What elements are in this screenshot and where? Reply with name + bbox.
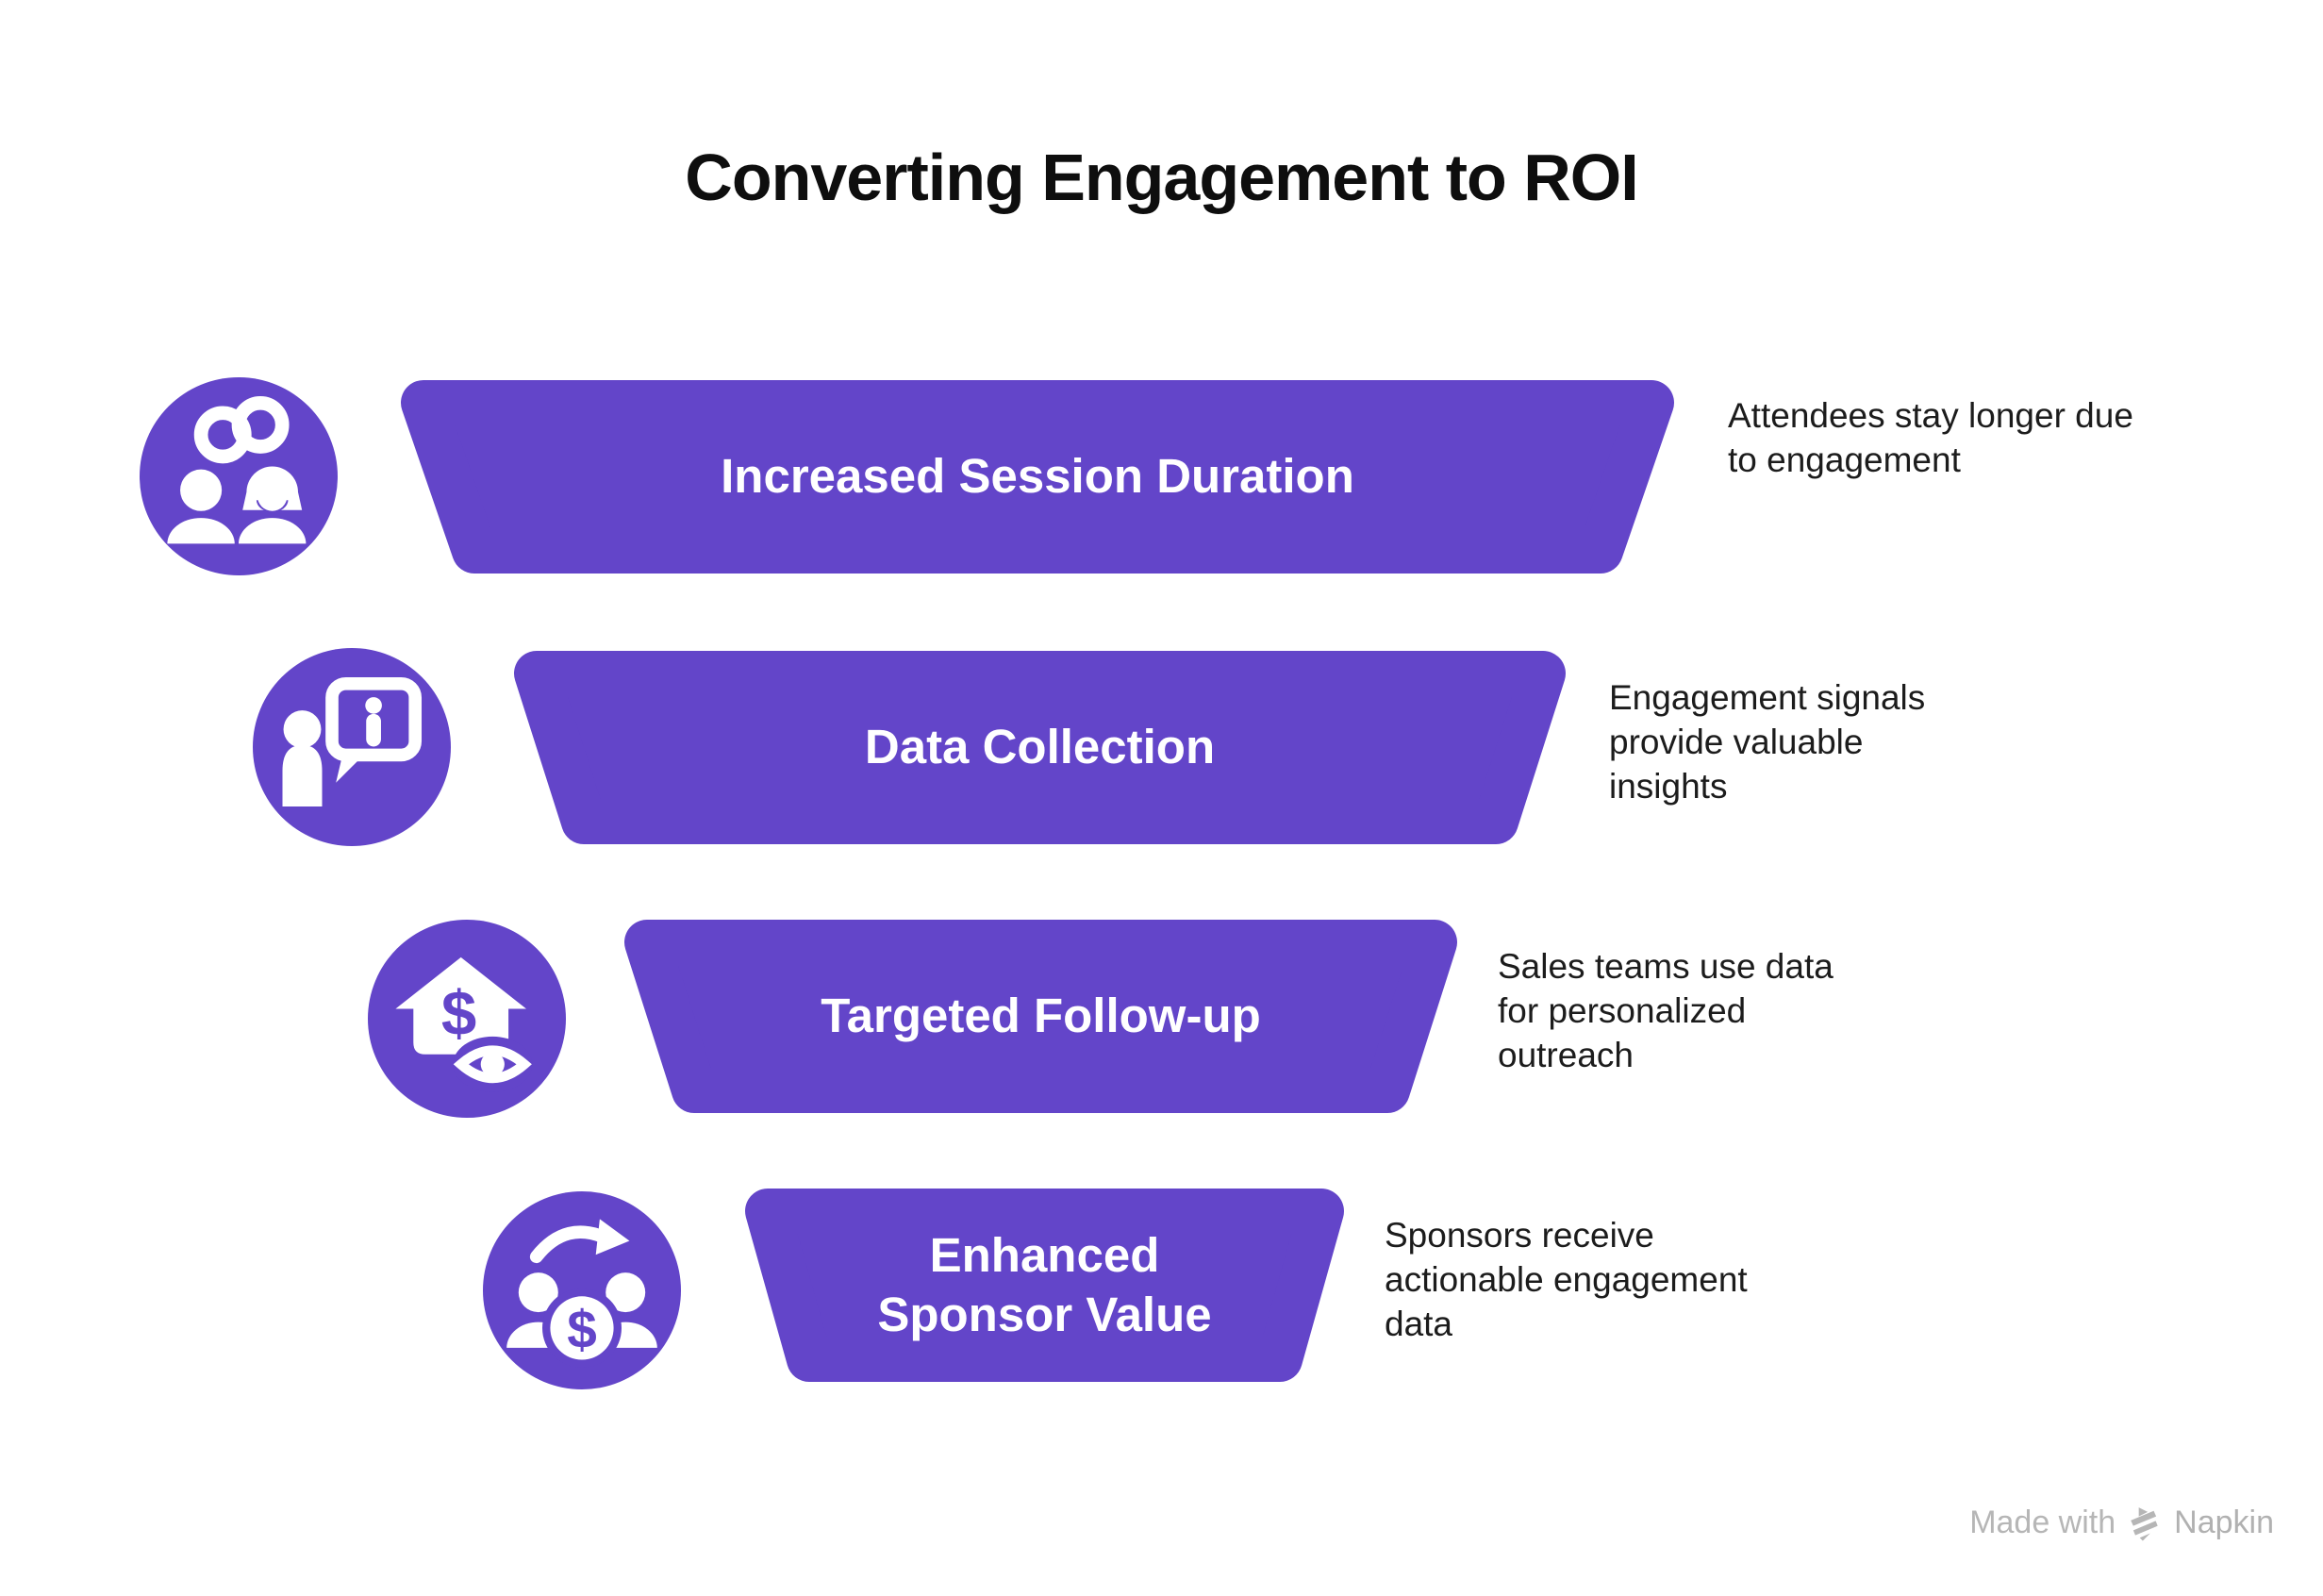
stage-1-shape — [401, 380, 1674, 574]
svg-text:$: $ — [567, 1301, 597, 1360]
page-title: Converting Engagement to ROI — [685, 141, 1638, 214]
funnel-stage-2: Data Collection — [514, 651, 1566, 844]
stage-4-shape — [745, 1189, 1344, 1382]
stage-1-label: Increased Session Duration — [721, 449, 1354, 504]
stage-3-label: Targeted Follow-up — [821, 989, 1261, 1043]
funnel-stage-4: Enhanced Sponsor Value — [745, 1189, 1344, 1382]
people-link-icon — [140, 377, 338, 575]
presenter-info-icon — [253, 648, 451, 846]
stage-4-description: Sponsors receive actionable engagement d… — [1385, 1216, 1748, 1343]
stage-3-shape — [624, 920, 1457, 1113]
stage-2-description: Engagement signals provide valuable insi… — [1609, 678, 1926, 806]
stage-2-label: Data Collection — [864, 720, 1216, 774]
people-exchange-dollar-icon: $ — [483, 1191, 681, 1389]
funnel-stage-1: Increased Session Duration — [401, 380, 1674, 574]
napkin-logo-icon — [2131, 1506, 2158, 1540]
svg-text:$: $ — [441, 978, 476, 1049]
house-dollar-eye-icon: $ — [368, 920, 566, 1118]
stage-2-shape — [514, 651, 1566, 844]
stage-1-description: Attendees stay longer due to engagement — [1728, 396, 2133, 479]
watermark-brand: Napkin — [2174, 1505, 2274, 1540]
stage-3-description: Sales teams use data for personalized ou… — [1498, 947, 1834, 1074]
watermark-prefix: Made with — [1969, 1505, 2116, 1540]
funnel-stage-3: Targeted Follow-up — [624, 920, 1457, 1113]
made-with-napkin-watermark: Made with Napkin — [1969, 1505, 2274, 1541]
stage-4-label: Enhanced Sponsor Value — [877, 1228, 1212, 1341]
